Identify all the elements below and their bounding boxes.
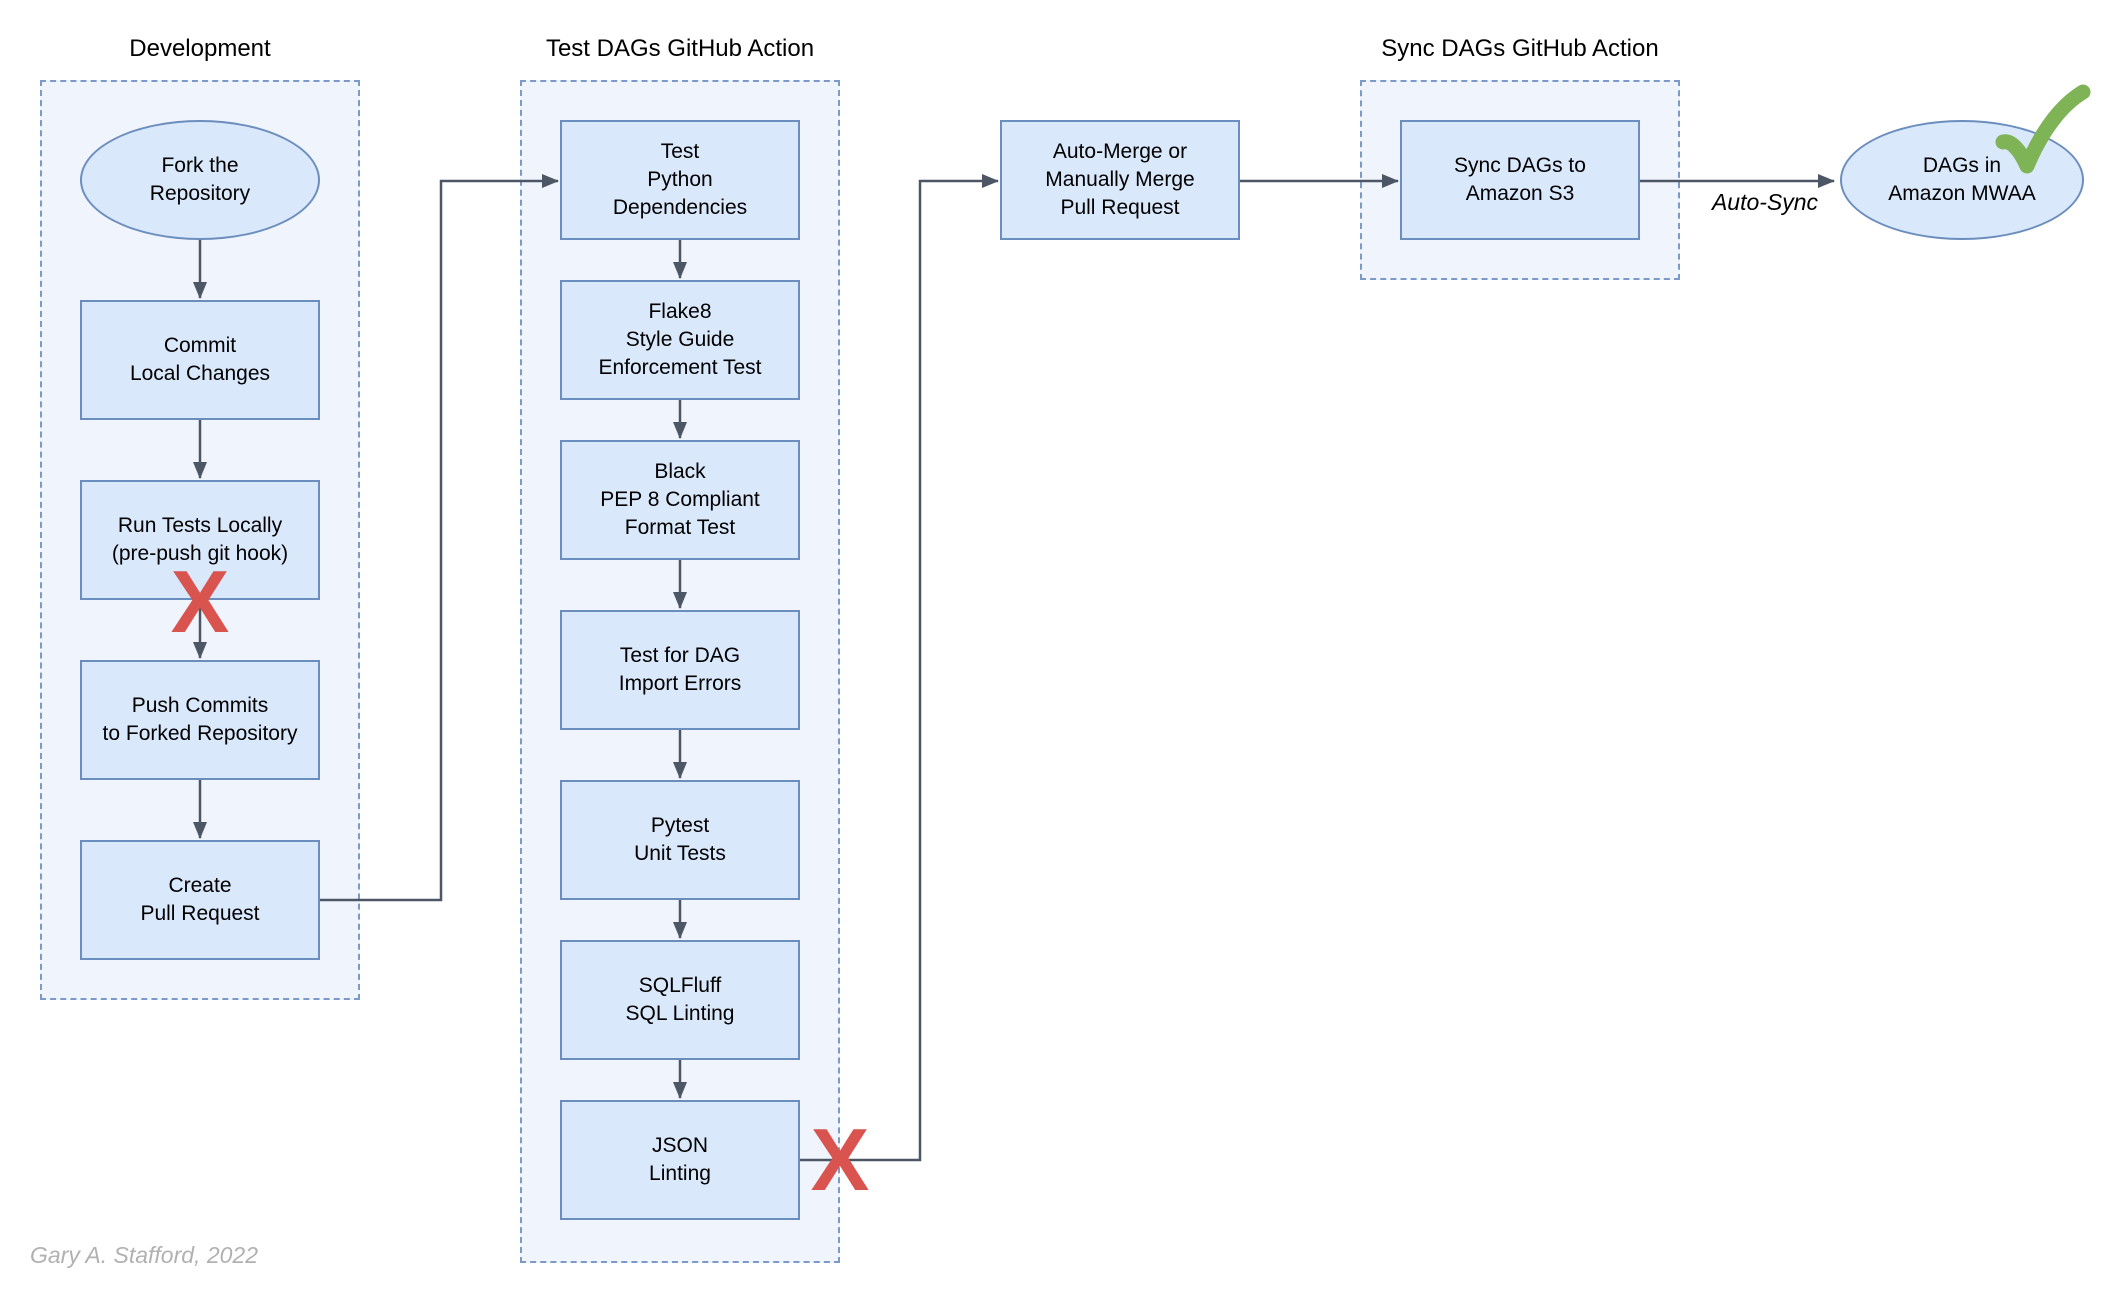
edge-label-auto-sync: Auto-Sync <box>1711 189 1819 215</box>
node-sqlfluff-linting: SQLFluff SQL Linting <box>560 940 800 1060</box>
group-title-test-dags-action: Test DAGs GitHub Action <box>545 35 815 62</box>
group-title-sync-dags-action: Sync DAGs GitHub Action <box>1381 35 1659 62</box>
edge-createpr-to-testdeps <box>320 174 559 902</box>
node-json-linting: JSON Linting <box>560 1100 800 1220</box>
node-auto-merge-pull-request: Auto-Merge or Manually Merge Pull Reques… <box>1000 120 1240 240</box>
node-push-commits: Push Commits to Forked Repository <box>80 660 320 780</box>
node-sync-dags-amazon-s3: Sync DAGs to Amazon S3 <box>1400 120 1640 240</box>
node-flake8-style-test: Flake8 Style Guide Enforcement Test <box>560 280 800 400</box>
fail-x-icon: X <box>170 552 230 651</box>
attribution-text: Gary A. Stafford, 2022 <box>30 1242 258 1268</box>
node-fork-repository: Fork the Repository <box>80 120 320 240</box>
node-create-pull-request: Create Pull Request <box>80 840 320 960</box>
node-black-format-test: Black PEP 8 Compliant Format Test <box>560 440 800 560</box>
node-dag-import-errors-test: Test for DAG Import Errors <box>560 610 800 730</box>
node-run-tests-locally: Run Tests Locally (pre-push git hook) <box>80 480 320 600</box>
node-commit-local-changes: Commit Local Changes <box>80 300 320 420</box>
node-test-python-dependencies: Test Python Dependencies <box>560 120 800 240</box>
success-check-icon <box>1995 84 2091 174</box>
fail-x-icon: X <box>810 1110 870 1209</box>
edge-jsonlint-to-automerge <box>800 174 999 1162</box>
node-pytest-unit-tests: Pytest Unit Tests <box>560 780 800 900</box>
group-title-development: Development <box>129 35 271 62</box>
